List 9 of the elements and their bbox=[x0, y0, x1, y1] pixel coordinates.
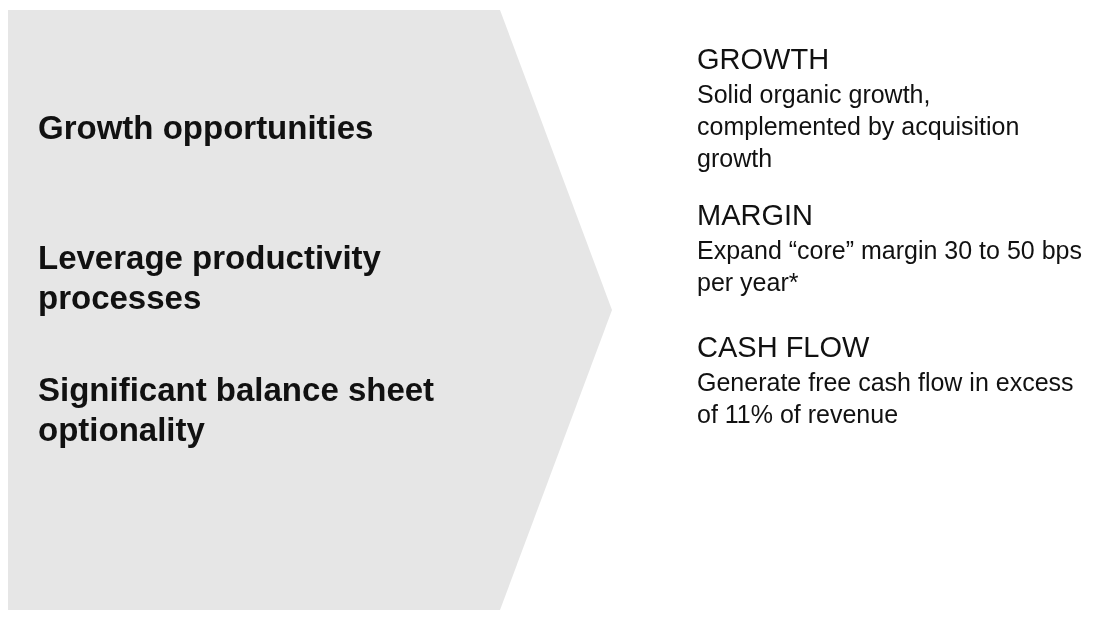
chevron-text: Significant balance sheet optionality bbox=[38, 370, 436, 450]
section-heading: CASH FLOW bbox=[697, 330, 870, 364]
description-text: Expand “core” margin 30 to 50 bps per year* bbox=[697, 235, 1083, 298]
description-text: Generate free cash flow in excess of 11% of revenue bbox=[697, 367, 1075, 430]
section-heading: GROWTH bbox=[697, 42, 830, 76]
description-text: Solid organic growth, complemented by acquisition growth bbox=[697, 79, 1021, 174]
chevron-text: Growth opportunities bbox=[38, 108, 375, 148]
chevron-text: Leverage productivity processes bbox=[38, 238, 382, 318]
section-heading: MARGIN bbox=[697, 198, 813, 232]
